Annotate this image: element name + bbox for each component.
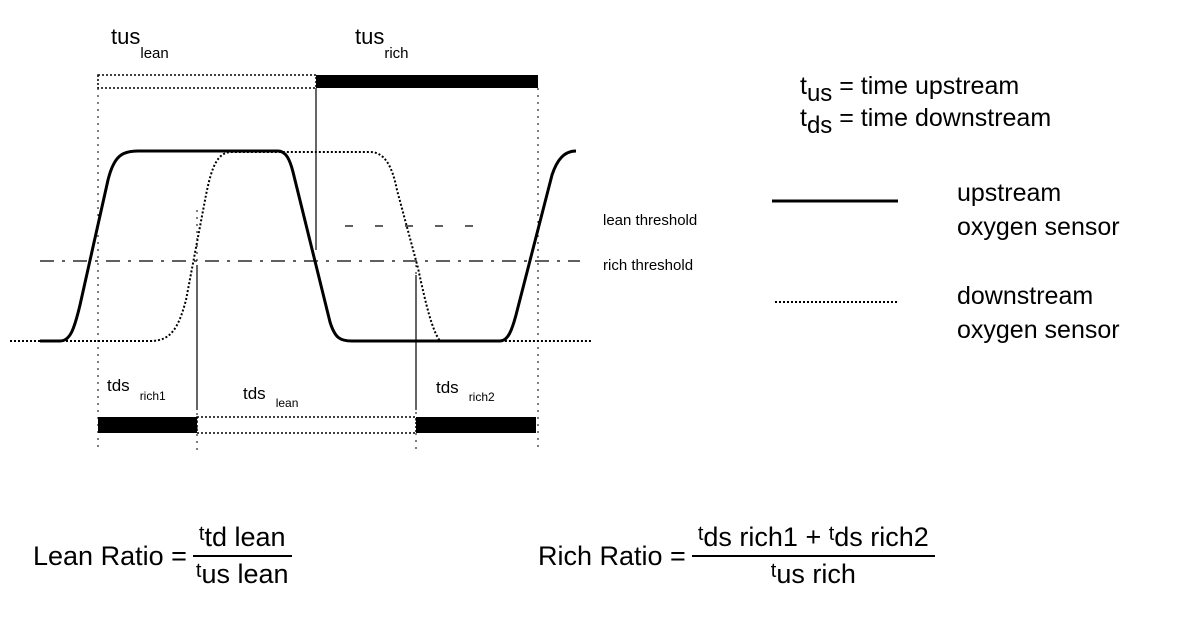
downstream-sensor-waveform <box>10 151 592 342</box>
lean-ratio-denominator: tus lean <box>195 559 289 589</box>
lean-ratio-lhs: Lean Ratio = <box>33 540 187 571</box>
tus-rich-bar <box>316 75 538 88</box>
legend-upstream-text: upstream oxygen sensor <box>957 179 1120 241</box>
tus-definition: tus = time upstream <box>800 72 1020 107</box>
upstream-sensor-waveform <box>40 149 577 343</box>
lean-ratio-formula: Lean Ratio = ttd lean tus lean <box>33 522 292 590</box>
marker-solid-segments <box>196 88 417 410</box>
tds-rich1-label: tdsrich1 <box>107 376 166 403</box>
tds-definition: tds = time downstream <box>800 104 1052 139</box>
legend-downstream-text: downstream oxygen sensor <box>957 282 1120 344</box>
time-definitions: tus = time upstream tds = time downstrea… <box>800 70 1052 139</box>
tus-lean-bar <box>97 74 317 89</box>
lean-threshold-label: lean threshold <box>603 212 697 229</box>
tds-rich2-bar <box>416 417 536 433</box>
tds-rich1-bar <box>98 417 197 433</box>
rich-ratio-fraction: tds rich1 + tds rich2 tus rich <box>691 522 935 590</box>
rich-ratio-denominator: tus rich <box>770 559 856 589</box>
tus-rich-label: tusrich <box>355 24 409 62</box>
lean-ratio-fraction: ttd lean tus lean <box>192 522 292 590</box>
rich-ratio-formula: Rich Ratio = tds rich1 + tds rich2 tus r… <box>538 522 935 590</box>
rich-ratio-numerator: tds rich1 + tds rich2 <box>691 522 935 557</box>
tds-lean-bar <box>196 416 417 434</box>
rich-ratio-lhs: Rich Ratio = <box>538 540 686 571</box>
lean-ratio-numerator: ttd lean <box>192 522 292 557</box>
tus-lean-label: tuslean <box>111 24 169 62</box>
rich-threshold-label: rich threshold <box>603 257 693 274</box>
